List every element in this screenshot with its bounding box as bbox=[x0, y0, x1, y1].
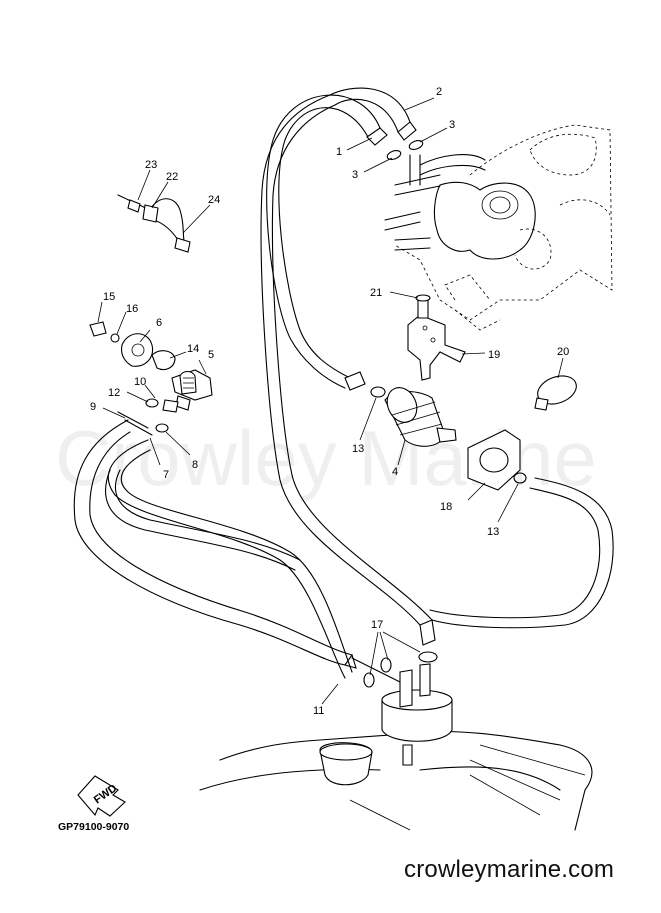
forward-arrow: FWD bbox=[77, 775, 126, 817]
callout-23: 23 bbox=[145, 159, 157, 171]
fuel-filter bbox=[344, 371, 457, 447]
filter-holder bbox=[467, 429, 521, 491]
hose-clips bbox=[370, 139, 527, 484]
callout-7: 7 bbox=[163, 469, 169, 481]
callout-12: 12 bbox=[108, 387, 120, 399]
callout-22: 22 bbox=[166, 171, 178, 183]
callout-20: 20 bbox=[557, 346, 569, 358]
callout-18: 18 bbox=[440, 501, 452, 513]
callout-14: 14 bbox=[187, 343, 199, 355]
diagram-code: GP79100-9070 bbox=[58, 821, 129, 833]
fuel-hoses bbox=[73, 87, 614, 679]
bracket bbox=[407, 294, 466, 381]
callout-11: 11 bbox=[313, 705, 324, 717]
callout-6: 6 bbox=[156, 317, 162, 329]
website-label: crowleymarine.com bbox=[404, 856, 615, 883]
callout-19: 19 bbox=[488, 349, 500, 361]
fuel-tank bbox=[199, 651, 593, 831]
callout-24: 24 bbox=[208, 194, 220, 206]
callout-17: 17 bbox=[371, 619, 383, 631]
callout-16: 16 bbox=[126, 303, 138, 315]
callout-13a: 13 bbox=[352, 443, 364, 455]
clamp bbox=[534, 375, 577, 411]
callout-9: 9 bbox=[90, 401, 96, 413]
cable-tie bbox=[117, 194, 191, 253]
callout-8: 8 bbox=[192, 459, 198, 471]
callout-3a: 3 bbox=[449, 119, 455, 131]
callout-1: 1 bbox=[336, 146, 342, 158]
valve-assembly bbox=[89, 321, 213, 436]
engine-carburetor bbox=[384, 124, 613, 331]
callout-15: 15 bbox=[103, 291, 115, 303]
callout-21: 21 bbox=[370, 287, 382, 299]
callout-13b: 13 bbox=[487, 526, 499, 538]
callouts: 1 2 3 3 4 5 6 7 8 9 10 11 12 13 13 14 15 bbox=[90, 86, 569, 717]
callout-5: 5 bbox=[208, 349, 214, 361]
callout-10: 10 bbox=[134, 376, 146, 388]
callout-4: 4 bbox=[392, 466, 398, 478]
callout-2: 2 bbox=[436, 86, 442, 98]
callout-3b: 3 bbox=[352, 169, 358, 181]
